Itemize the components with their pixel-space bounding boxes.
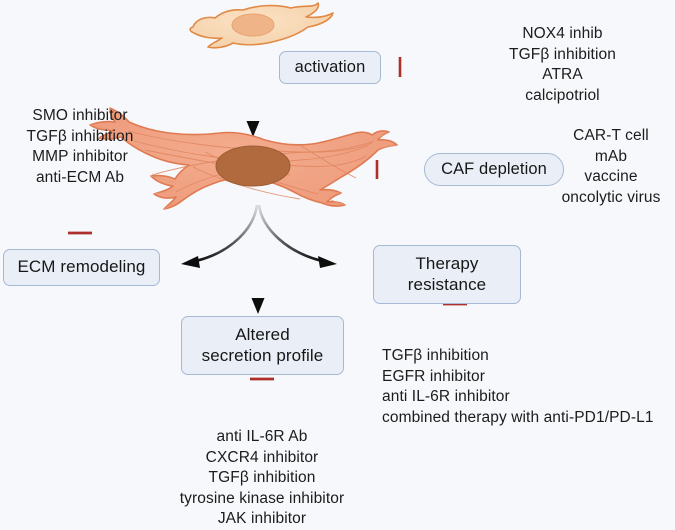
caf-to-altered-secretion-arrow	[251, 205, 265, 314]
inhibit-activation-connector	[398, 57, 460, 77]
node-ecm-remodeling-label: ECM remodeling	[17, 257, 146, 277]
node-altered-secretion-label-line2: secretion profile	[201, 345, 324, 365]
node-altered-secretion-label-line1: Altered	[235, 325, 290, 345]
node-altered-secretion-profile[interactable]: Altered secretion profile	[181, 316, 344, 375]
node-therapy-resistance-label-line1: Therapy	[415, 254, 479, 274]
inhibit-therapy-resistance-connector	[443, 302, 467, 345]
inhibit-caf-depletion-connector	[375, 160, 424, 179]
quiescent-fibroblast-cell	[189, 2, 334, 49]
node-therapy-resistance[interactable]: Therapy resistance	[373, 245, 521, 304]
node-caf-depletion[interactable]: CAF depletion	[424, 153, 564, 186]
text-block-activation-inhibitors: NOX4 inhib TGFβ inhibition ATRA calcipot…	[509, 25, 616, 104]
activation-arrow-connector	[246, 46, 260, 137]
text-block-caf-depletion-agents: CAR-T cell mAb vaccine oncolytic virus	[561, 127, 661, 206]
node-activation-label: activation	[294, 57, 366, 76]
node-caf-depletion-label: CAF depletion	[441, 159, 547, 178]
text-block-therapy-resistance-inhibitors: TGFβ inhibition EGFR inhibitor anti IL-6…	[382, 347, 654, 426]
node-therapy-resistance-label-line2: resistance	[407, 274, 487, 294]
caf-to-ecm-arrow	[181, 204, 259, 268]
text-block-ecm-inhibitors: SMO inhibitor TGFβ inhibition MMP inhibi…	[26, 107, 134, 186]
inhibit-ecm-remodeling-connector	[68, 192, 92, 235]
node-ecm-remodeling[interactable]: ECM remodeling	[3, 249, 160, 286]
caf-to-therapy-resistance-arrow	[257, 204, 337, 268]
node-activation[interactable]: activation	[279, 51, 381, 84]
text-block-secretion-inhibitors: anti IL-6R Ab CXCR4 inhibitor TGFβ inhib…	[179, 428, 345, 528]
inhibit-altered-secretion-connector	[250, 377, 274, 425]
